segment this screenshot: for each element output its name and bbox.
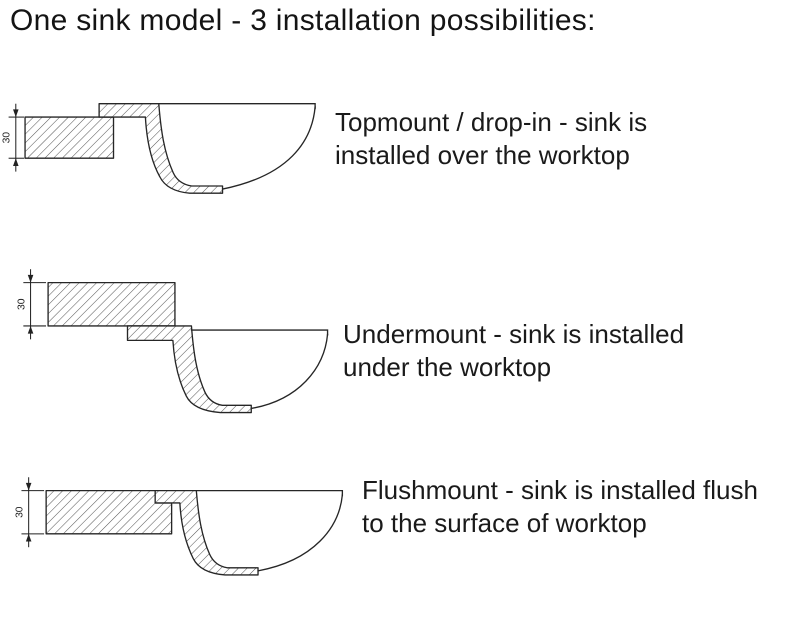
page-title: One sink model - 3 installation possibil… — [10, 4, 596, 37]
bowl-arc — [250, 333, 329, 410]
bowl-arc — [257, 494, 344, 572]
worktop-section — [45, 489, 173, 535]
arrowhead-icon — [25, 533, 32, 542]
dimension-label: 30 — [15, 506, 25, 518]
label-undermount: Undermount - sink is installed under the… — [343, 319, 685, 382]
bowl-arc — [221, 106, 316, 190]
worktop-section — [47, 281, 176, 327]
label-topmount: Topmount / drop-in - sink is installed o… — [335, 107, 648, 170]
arrowhead-icon — [25, 482, 32, 491]
sink-wall-section — [126, 325, 252, 414]
undermount-drawing: 30 — [16, 269, 329, 414]
topmount-drawing: 30 — [2, 103, 316, 194]
sink-rim-line — [190, 329, 329, 336]
worktop-section — [24, 116, 115, 159]
sink-rim-line — [158, 103, 316, 110]
diagram-topmount: 30 — [2, 78, 332, 227]
arrowhead-icon — [13, 158, 19, 166]
arrowhead-icon — [27, 325, 34, 334]
arrowhead-icon — [27, 274, 34, 283]
sink-wall-section — [98, 103, 224, 194]
dimension-label: 30 — [2, 132, 13, 144]
label-flushmount: Flushmount - sink is installed flush to … — [362, 475, 758, 538]
dimension-indicator: 30 — [16, 269, 47, 340]
diagram-flushmount: 30 — [14, 468, 355, 617]
dimension-label: 30 — [16, 298, 27, 310]
flushmount-drawing: 30 — [14, 477, 344, 576]
arrowhead-icon — [13, 109, 19, 118]
dimension-indicator: 30 — [2, 103, 25, 172]
diagram-undermount: 30 — [12, 262, 342, 432]
sink-rim-line — [195, 489, 344, 497]
dimension-indicator: 30 — [14, 477, 45, 548]
